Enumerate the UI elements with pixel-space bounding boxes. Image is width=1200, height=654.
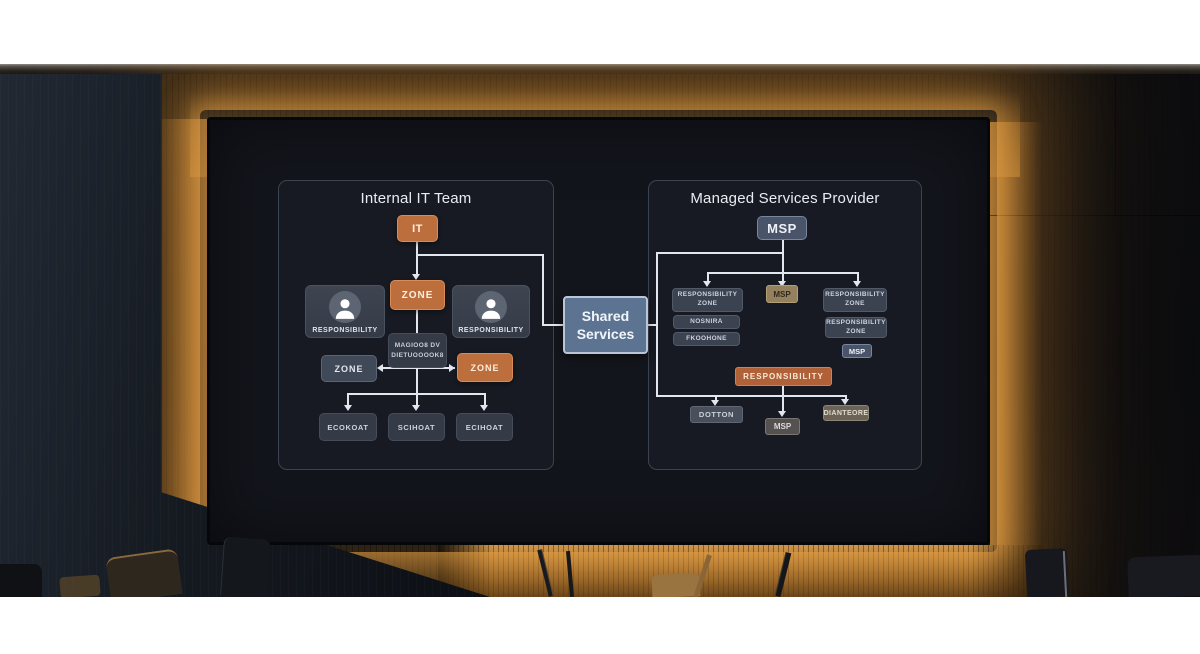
magic-mid-node-line2: DIETUOOOOK8 bbox=[391, 351, 444, 359]
zone-node-left: ZONE bbox=[321, 355, 377, 382]
msp-responsibility-bar: RESPONSIBILITY bbox=[735, 367, 832, 386]
connector-msp-bdrop-3 bbox=[845, 395, 847, 400]
msp-tan-node: MSP bbox=[766, 285, 798, 303]
connector-msp-drop-1 bbox=[707, 272, 709, 281]
person-icon bbox=[329, 291, 361, 323]
internal-it-panel-title: Internal IT Team bbox=[360, 190, 472, 207]
zone-node-center: ZONE bbox=[390, 280, 445, 310]
msp-bottom-node-1: DOTTON bbox=[690, 406, 743, 423]
arrowhead-zone-left bbox=[377, 364, 383, 372]
person-icon-glyph bbox=[481, 299, 501, 319]
connector-msp-branch-left bbox=[656, 252, 784, 254]
left-bottom-node-2: SCIHOAT bbox=[388, 413, 445, 441]
connector-msp-down bbox=[782, 240, 784, 273]
wood-glow-bottom bbox=[438, 545, 1042, 597]
chair-silhouette-1 bbox=[105, 548, 183, 597]
responsibility-card-left-label: RESPONSIBILITY bbox=[312, 327, 378, 334]
connector-msp-bdrop-1 bbox=[715, 395, 717, 401]
msp-right-node-1: RESPONSIBILITY ZONE bbox=[823, 288, 887, 312]
ceiling-soffit bbox=[0, 64, 1200, 76]
msp-right-node-2: RESPONSIBILITY ZONE bbox=[825, 317, 887, 338]
connector-drop-3 bbox=[484, 393, 486, 405]
shared-services-node: Shared Services bbox=[563, 296, 648, 354]
connector-msp-drop-3 bbox=[857, 272, 859, 281]
connector-it-to-zone bbox=[416, 242, 418, 277]
msp-root-node: MSP bbox=[757, 216, 807, 240]
connector-msp-drop-2 bbox=[782, 272, 784, 281]
arrowhead-msp-bdrop-2 bbox=[778, 411, 786, 417]
arrowhead-msp-drop-2 bbox=[778, 281, 786, 287]
connector-msp-bottom-rail bbox=[656, 395, 847, 397]
connector-left-panel-to-shared bbox=[542, 324, 563, 326]
msp-bottom-node-2: MSP bbox=[765, 418, 800, 435]
responsibility-card-left: RESPONSIBILITY bbox=[305, 285, 385, 338]
msp-panel-title: Managed Services Provider bbox=[690, 190, 880, 207]
arrowhead-msp-bdrop-1 bbox=[711, 400, 719, 406]
person-icon-glyph bbox=[335, 299, 355, 319]
connector-it-branch-right bbox=[416, 254, 543, 256]
msp-bottom-node-3: DIANTEORE bbox=[823, 405, 869, 421]
presentation-screen: Internal IT Team Managed Services Provid… bbox=[207, 117, 990, 545]
connector-left-panel-down bbox=[542, 254, 544, 325]
arrowhead-drop-2 bbox=[412, 405, 420, 411]
chair-silhouette-2 bbox=[219, 536, 272, 597]
zone-node-right: ZONE bbox=[457, 353, 513, 382]
it-root-node: IT bbox=[397, 215, 438, 242]
left-bottom-node-3: ECIHOAT bbox=[456, 413, 513, 441]
table-edge-left bbox=[59, 574, 101, 597]
arrowhead-msp-drop-1 bbox=[703, 281, 711, 287]
wall-seam-horizontal bbox=[990, 215, 1200, 216]
responsibility-card-right: RESPONSIBILITY bbox=[452, 285, 530, 338]
magic-mid-node-line1: MAGIOO8 DV bbox=[394, 341, 441, 349]
connector-right-panel-spine bbox=[656, 252, 658, 396]
connector-shared-to-msp-panel bbox=[644, 324, 658, 326]
arrowhead-it-to-zone bbox=[412, 274, 420, 280]
connector-drop-2 bbox=[416, 393, 418, 405]
conference-room: Internal IT Team Managed Services Provid… bbox=[0, 64, 1200, 597]
arrowhead-msp-drop-3 bbox=[853, 281, 861, 287]
chair-silhouette-far-left bbox=[0, 564, 42, 597]
connector-responsibility-down bbox=[782, 386, 784, 397]
arrowhead-drop-3 bbox=[480, 405, 488, 411]
msp-left-node-2: NOSNIRA bbox=[673, 315, 740, 329]
magic-mid-node: MAGIOO8 DV DIETUOOOOK8 bbox=[388, 333, 447, 368]
wood-glow-right bbox=[990, 122, 1042, 550]
person-icon bbox=[475, 291, 507, 323]
connector-msp-bdrop-2 bbox=[782, 395, 784, 412]
arrowhead-drop-1 bbox=[344, 405, 352, 411]
chair-silhouette-4 bbox=[1127, 554, 1200, 597]
responsibility-card-right-label: RESPONSIBILITY bbox=[458, 327, 524, 334]
msp-left-node-3: FKOOHONE bbox=[673, 332, 740, 346]
connector-zone-lateral bbox=[379, 367, 455, 369]
arrowhead-zone-right bbox=[449, 364, 455, 372]
connector-drop-1 bbox=[347, 393, 349, 405]
wall-seam-vertical bbox=[1115, 76, 1116, 216]
msp-right-node-3: MSP bbox=[842, 344, 872, 358]
msp-left-node-1: RESPONSIBILITY ZONE bbox=[672, 288, 743, 312]
left-bottom-node-1: ECOKOAT bbox=[319, 413, 377, 441]
arrowhead-msp-bdrop-3 bbox=[841, 399, 849, 405]
